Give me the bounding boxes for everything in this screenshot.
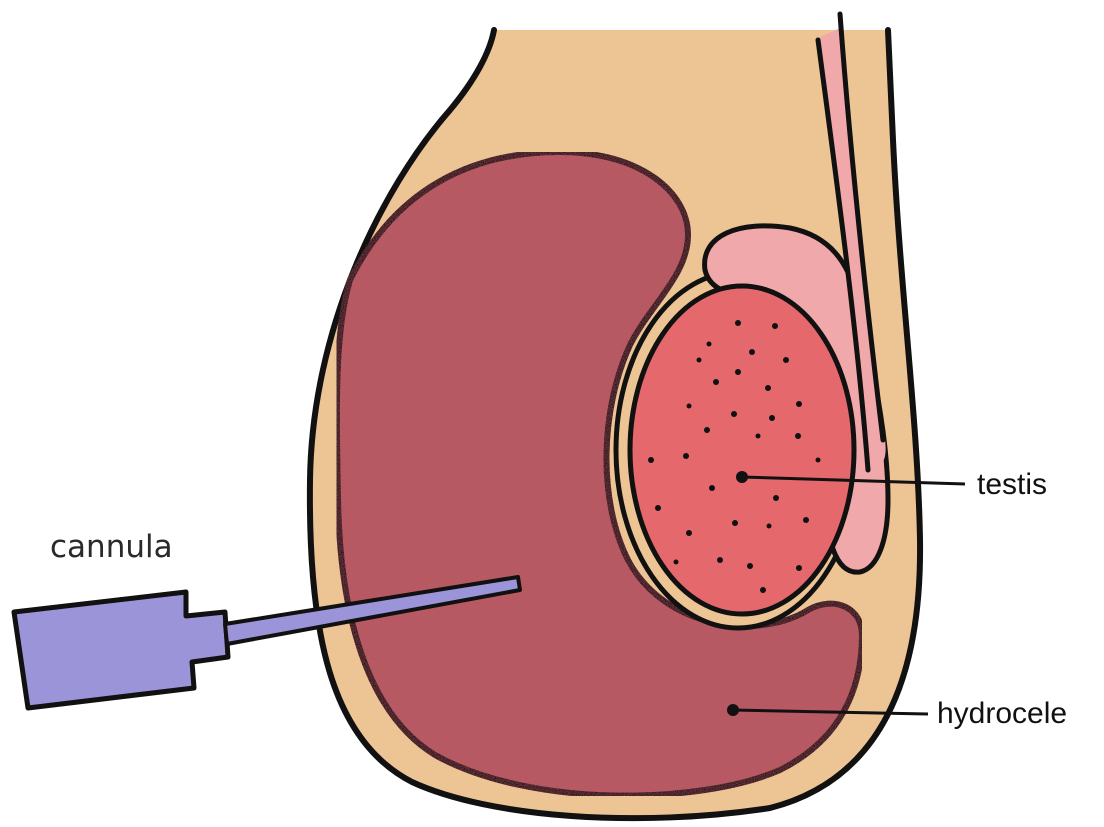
testis xyxy=(630,286,854,614)
cannula-label: cannula xyxy=(50,529,173,565)
cannula-syringe-body xyxy=(14,592,228,708)
hydrocele-label: hydrocele xyxy=(937,697,1067,730)
testis-label: testis xyxy=(977,468,1047,501)
